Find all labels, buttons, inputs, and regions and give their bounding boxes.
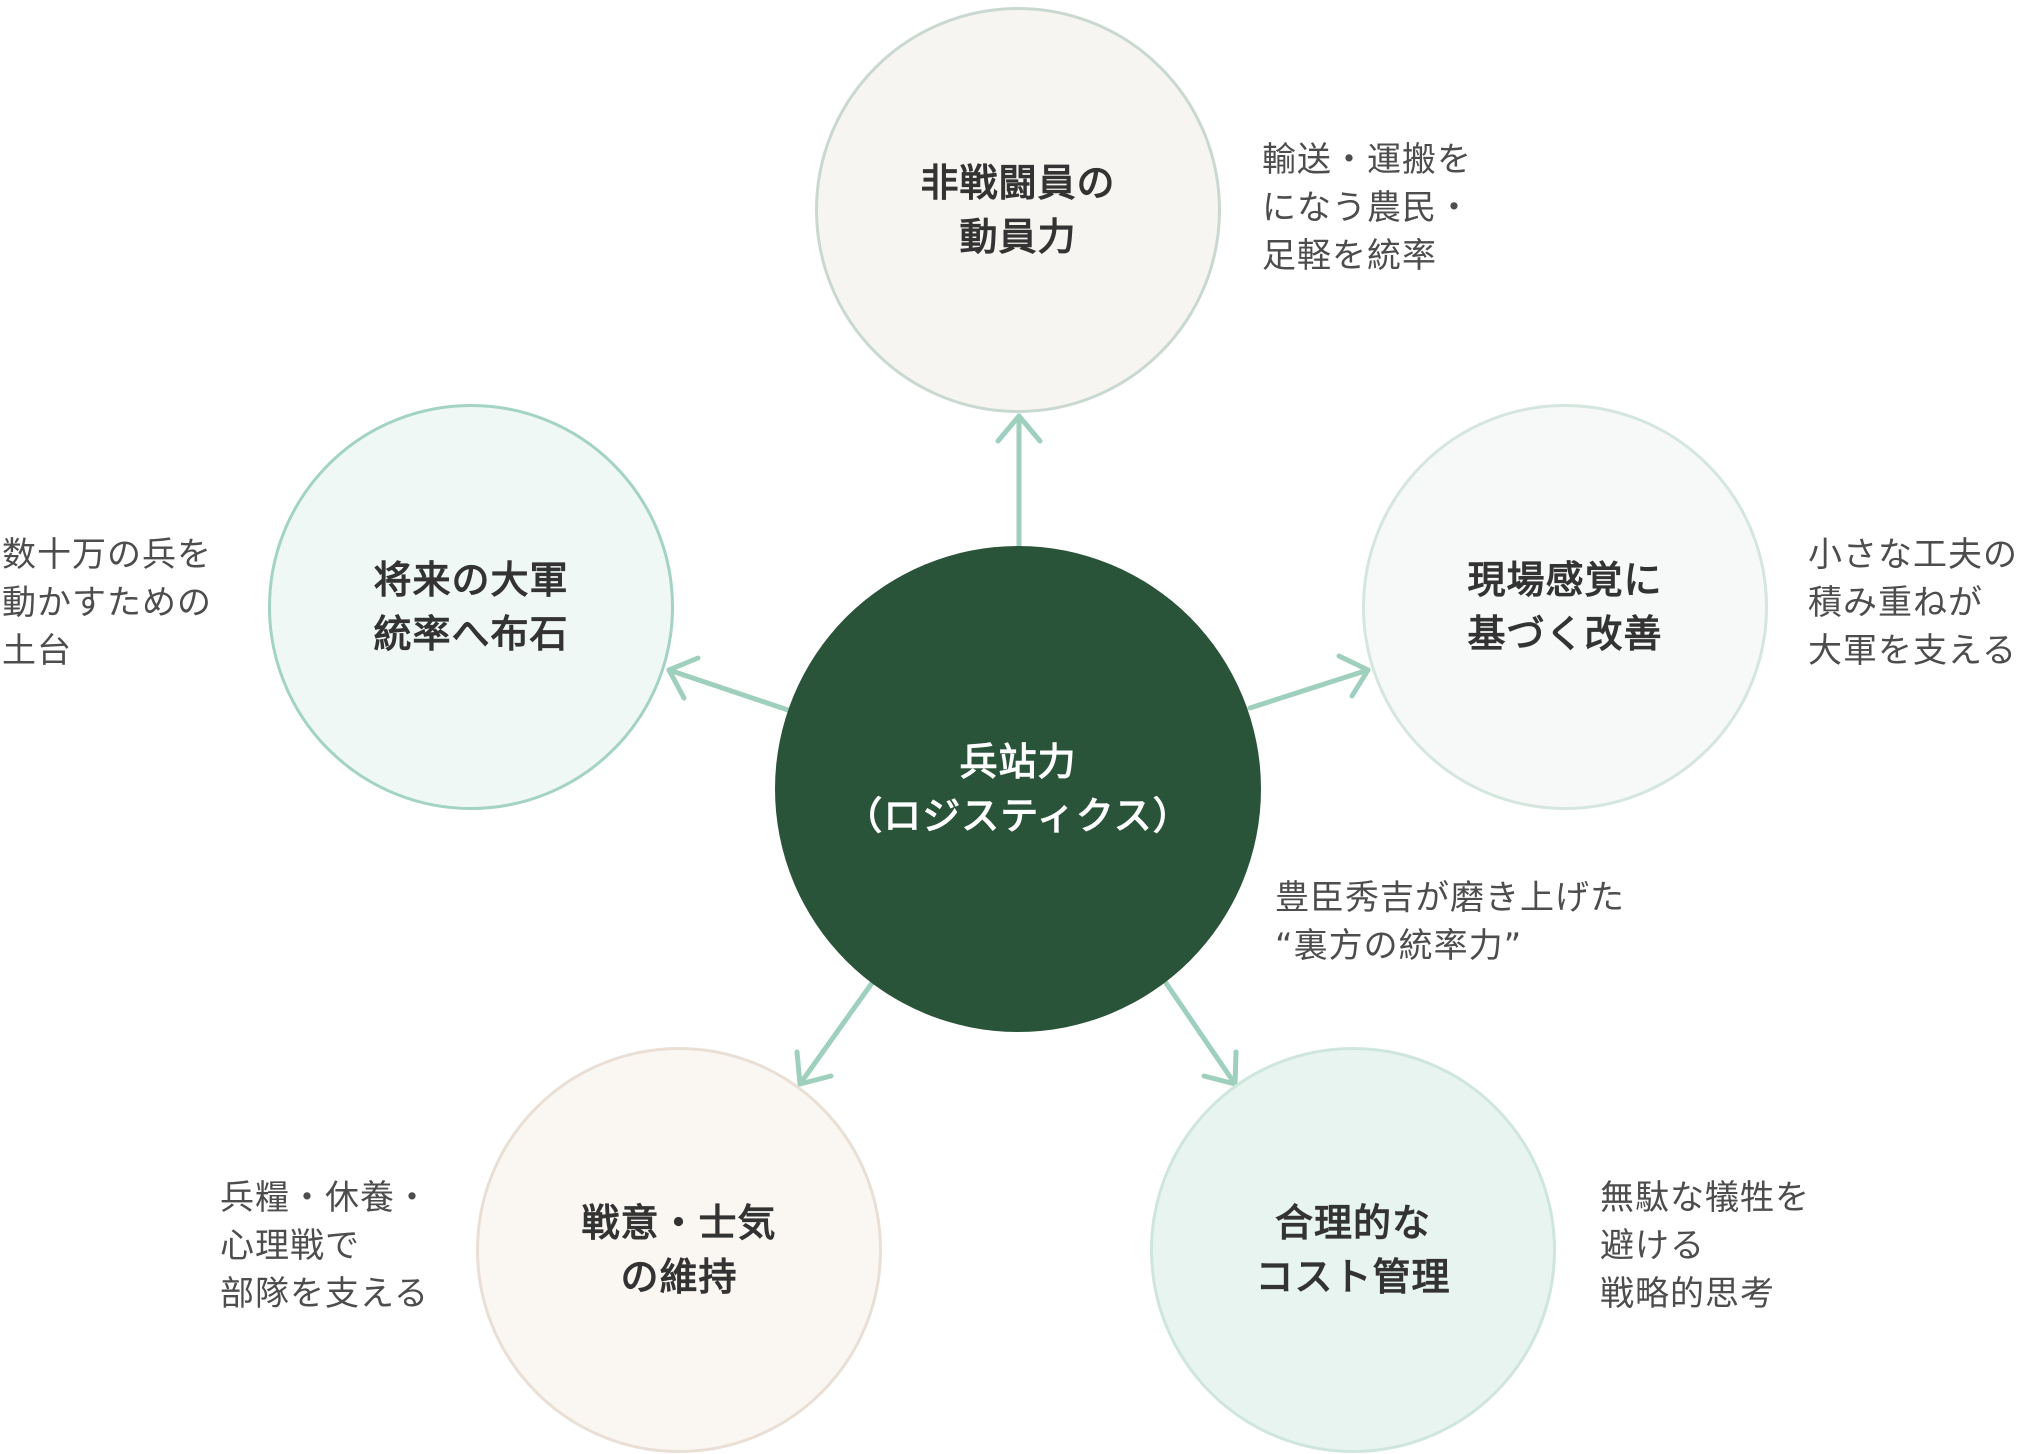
node-top-label: 非戦闘員の 動員力 <box>920 161 1116 259</box>
arrow-to-top <box>995 413 1043 549</box>
arrow-to-right <box>1247 653 1371 711</box>
node-bottom-right-label: 合理的な コスト管理 <box>1255 1201 1451 1299</box>
node-right-note: 小さな工夫の 積み重ねが 大軍を支える <box>1808 535 2018 671</box>
node-morale-maintenance: 戦意・士気 の維持 <box>476 1047 882 1453</box>
node-top-note: 輸送・運搬を になう農民・ 足軽を統率 <box>1262 140 1472 276</box>
node-cost-management: 合理的な コスト管理 <box>1150 1047 1556 1453</box>
node-right-label: 現場感覚に 基づく改善 <box>1467 558 1663 656</box>
arrow-to-bottom-left <box>794 980 875 1087</box>
arrow-to-left <box>666 655 791 713</box>
node-left-label: 将来の大軍 統率へ布石 <box>373 558 569 656</box>
center-label: 兵站力 （ロジスティクス） <box>844 740 1192 838</box>
node-field-improvement: 現場感覚に 基づく改善 <box>1362 404 1768 810</box>
center-note: 豊臣秀吉が磨き上げた “裏方の統率力” <box>1275 878 1625 966</box>
node-bottom-left-note: 兵糧・休養・ 心理戦で 部隊を支える <box>220 1178 430 1314</box>
node-non-combatant-mobilization: 非戦闘員の 動員力 <box>815 7 1221 413</box>
node-bottom-left-label: 戦意・士気 の維持 <box>581 1201 777 1299</box>
node-left-note: 数十万の兵を 動かすための 土台 <box>2 535 212 671</box>
center-node-logistics: 兵站力 （ロジスティクス） <box>775 546 1261 1032</box>
node-bottom-right-note: 無駄な犠牲を 避ける 戦略的思考 <box>1600 1178 1810 1314</box>
arrow-to-bottom-right <box>1163 980 1239 1087</box>
node-future-army-command: 将来の大軍 統率へ布石 <box>268 404 674 810</box>
